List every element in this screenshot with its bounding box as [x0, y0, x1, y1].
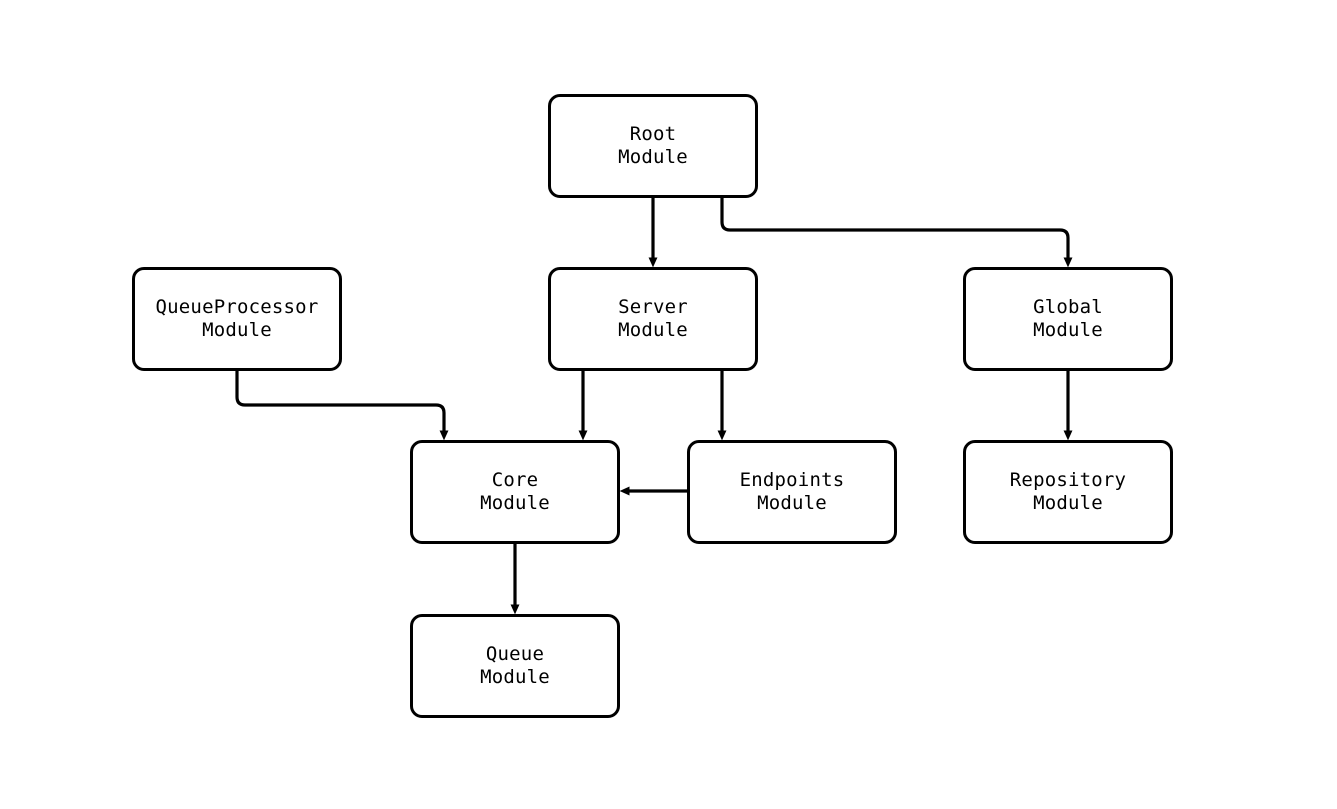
node-label-line1: Queue — [485, 642, 545, 665]
edge-queueprocessor-to-core — [235, 371, 449, 441]
node-label-line2: Module — [618, 146, 688, 168]
node-endpoints-module[interactable]: Endpoints Module — [687, 440, 897, 544]
node-root-module[interactable]: Root Module — [548, 94, 758, 198]
node-label-line2: Module — [480, 492, 550, 514]
node-label-line1: Endpoints — [739, 468, 845, 491]
node-label-line1: Core — [491, 468, 539, 491]
node-label-line1: Repository — [1009, 468, 1127, 491]
node-label-line2: Module — [1033, 319, 1103, 341]
node-queueprocessor-module[interactable]: QueueProcessor Module — [132, 267, 342, 371]
node-label-line1: Root — [629, 122, 677, 145]
node-label-line1: Global — [1033, 295, 1103, 318]
node-label-line2: Module — [757, 492, 827, 514]
node-queue-module[interactable]: Queue Module — [410, 614, 620, 718]
node-label-line1: QueueProcessor — [155, 295, 319, 318]
node-server-module[interactable]: Server Module — [548, 267, 758, 371]
node-core-module[interactable]: Core Module — [410, 440, 620, 544]
node-global-module[interactable]: Global Module — [963, 267, 1173, 371]
edge-root-to-global — [720, 198, 1073, 268]
node-label-line2: Module — [1033, 492, 1103, 514]
node-label-line2: Module — [202, 319, 272, 341]
node-label-line2: Module — [480, 666, 550, 688]
node-repository-module[interactable]: Repository Module — [963, 440, 1173, 544]
node-label-line1: Server — [618, 295, 688, 318]
node-label-line2: Module — [618, 319, 688, 341]
